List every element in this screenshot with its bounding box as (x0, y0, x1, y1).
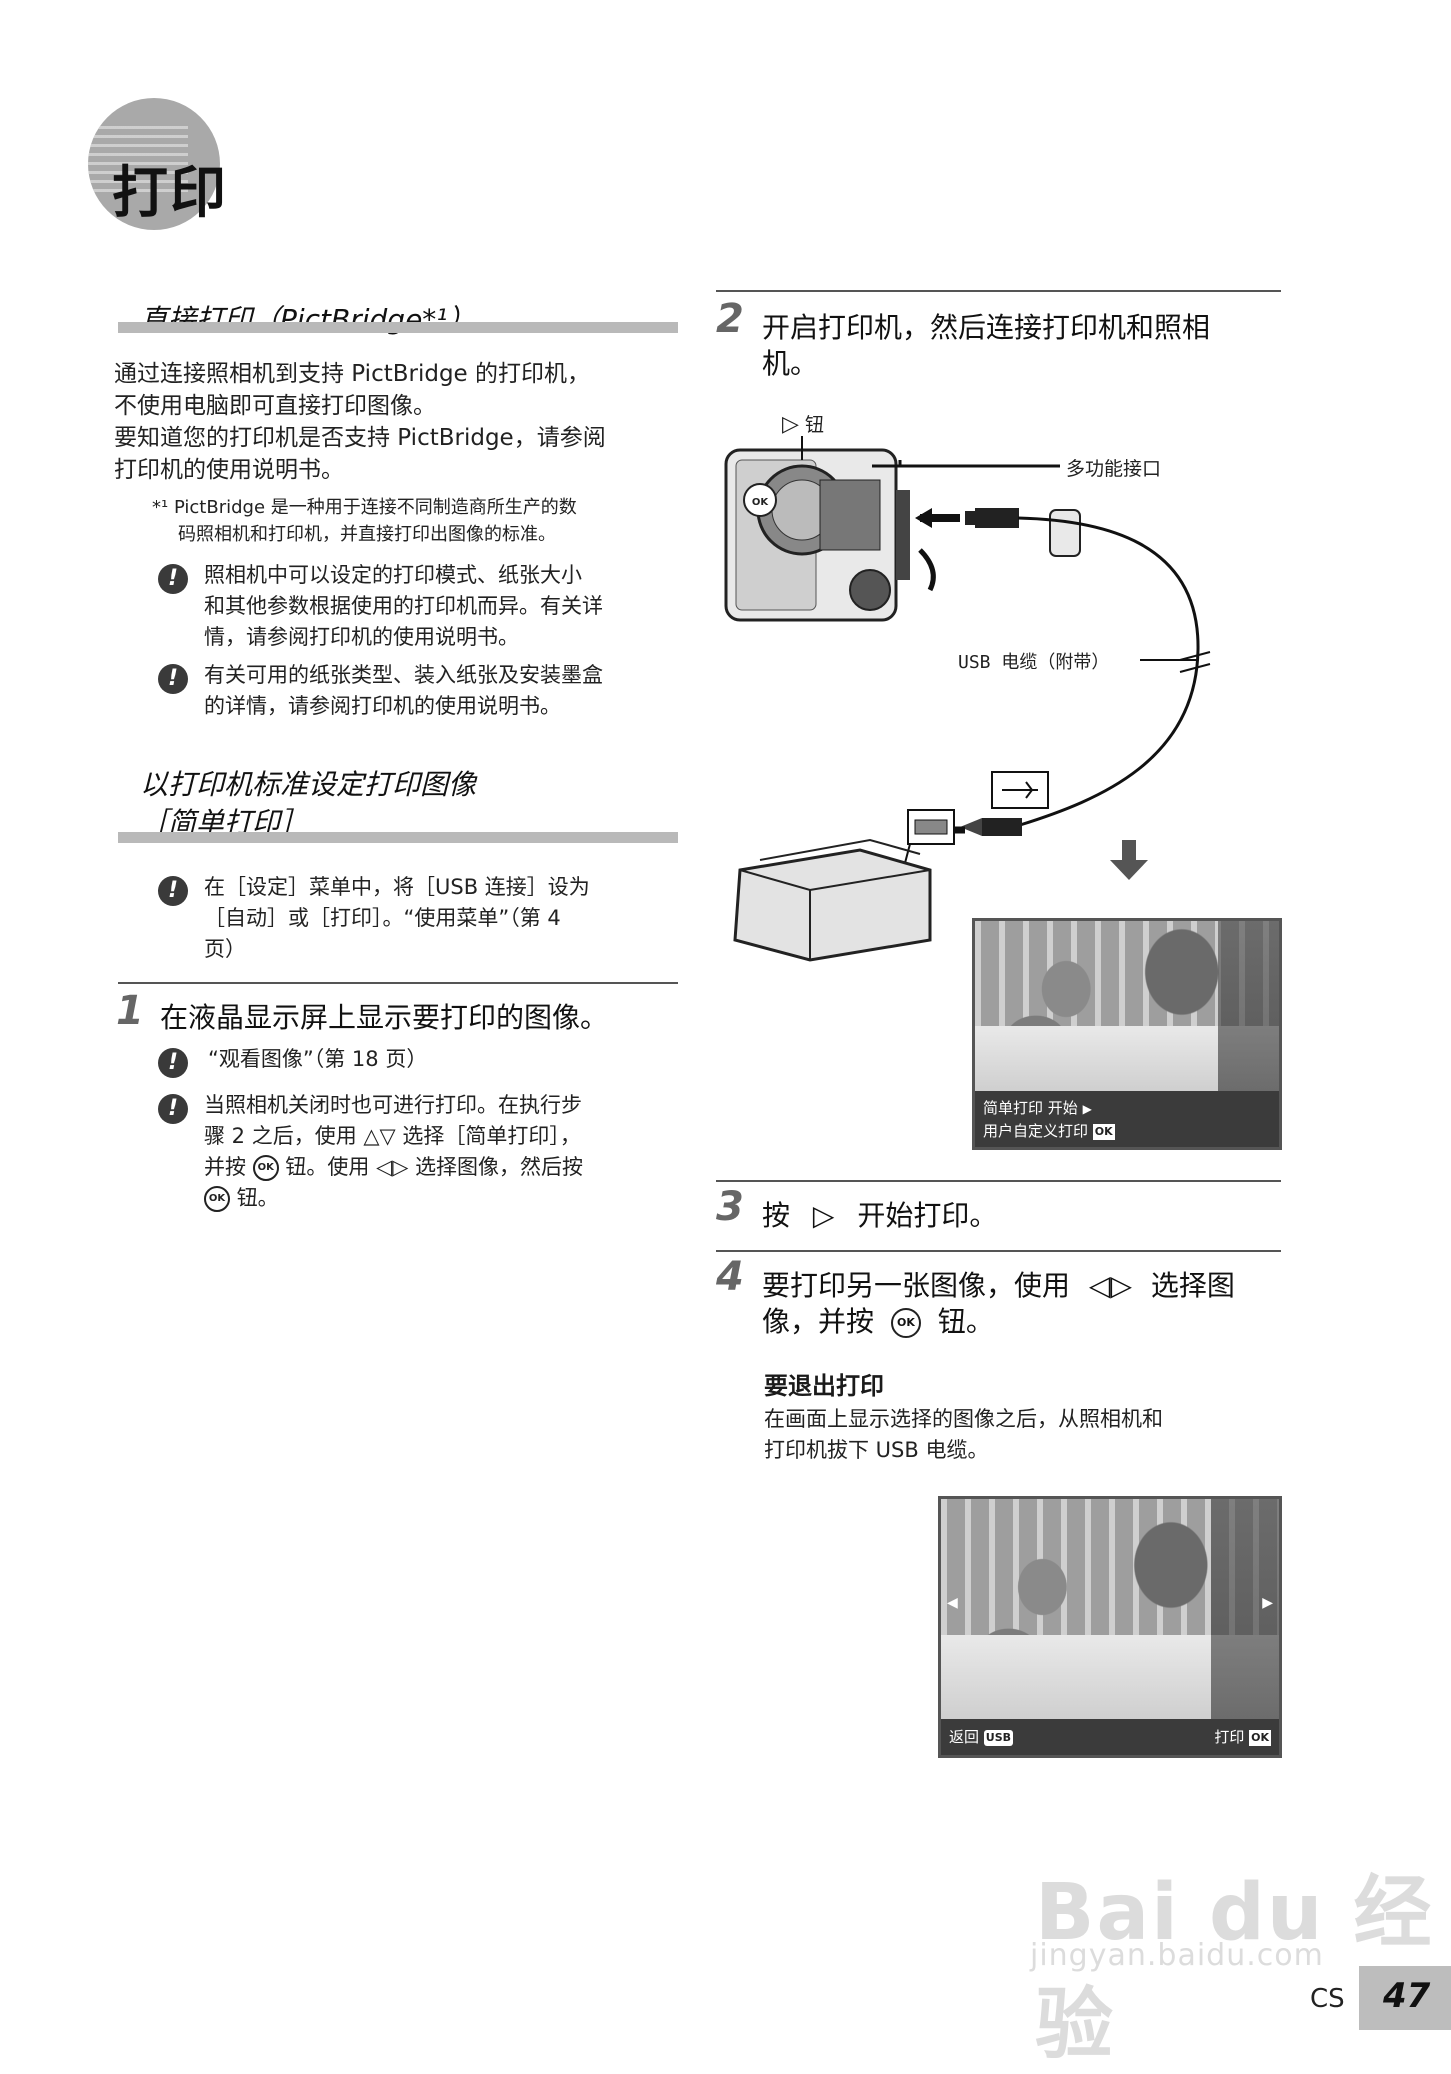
screen-photo (975, 921, 1279, 1091)
ok-badge: OK (1249, 1729, 1271, 1746)
exit-line: 在画面上显示选择的图像之后，从照相机和 (764, 1407, 1163, 1431)
screen-menu-easy-print: 简单打印 开始 ▶ (983, 1099, 1092, 1117)
step-rule (716, 1180, 1281, 1182)
exit-line: 打印机拔下 USB 电缆。 (764, 1438, 989, 1462)
step1-text: 在液晶显示屏上显示要打印的图像。 (160, 1001, 609, 1034)
watermark-brand: Bai du 经验 (1035, 1868, 1434, 2070)
step-rule (716, 290, 1281, 292)
exit-print-instructions: 在画面上显示选择的图像之后，从照相机和 打印机拔下 USB 电缆。 (764, 1404, 1284, 1466)
exit-print-title: 要退出打印 (764, 1372, 884, 1400)
screen-menu-custom-print: 用户自定义打印 OK (983, 1122, 1115, 1140)
screen-menu: 简单打印 开始 ▶ 用户自定义打印 OK (975, 1091, 1279, 1147)
cable-label: USB 电缆（附带） (958, 652, 1110, 673)
note-usb-connection: 在［设定］菜单中，将［USB 连接］设为 ［自动］或［打印］。“使用菜单”（第 … (204, 872, 684, 965)
camera-screen-print: ◀ ▶ 返回 USB 打印 OK (938, 1496, 1282, 1758)
screen-right-arrow-icon: ▶ (1262, 1595, 1273, 1611)
ok-button-icon: OK (252, 1155, 279, 1181)
ok-badge: OK (1092, 1123, 1115, 1140)
left-right-arrows-icon: ◁▷ (1088, 1269, 1132, 1302)
note-line: 照相机中可以设定的打印模式、纸张大小 (204, 563, 582, 587)
caution-icon: ! (158, 1048, 188, 1078)
watermark-url: jingyan.baidu.com (1030, 1938, 1324, 1973)
note-line: 的详情，请参阅打印机的使用说明书。 (204, 694, 561, 718)
footnote-mark: *¹ (152, 497, 169, 518)
note-line: 当照相机关闭时也可进行打印。在执行步 (204, 1093, 582, 1117)
step4-line: 要打印另一张图像，使用 ◁▷ 选择图 (762, 1269, 1235, 1302)
footnote: *¹ PictBridge 是一种用于连接不同制造商所生产的数 码照相机和打印机… (152, 494, 692, 548)
ok-button-icon: OK (890, 1308, 921, 1338)
page-number-box (1359, 1966, 1451, 2030)
printer-illustration (733, 838, 932, 962)
section-title-easy-print: 以打印机标准设定打印图像 ［简单打印］ (140, 766, 476, 842)
play-button-label: ▷ 钮 (782, 412, 824, 437)
caution-icon: ! (158, 1094, 188, 1124)
step4-line: 像，并按 OK 钮。 (762, 1305, 994, 1338)
note-paper-types: 有关可用的纸张类型、装入纸张及安装墨盒 的详情，请参阅打印机的使用说明书。 (204, 660, 684, 722)
intro-line: 要知道您的打印机是否支持 PictBridge，请参阅 (114, 425, 606, 451)
connection-diagram: OK (724, 436, 1211, 962)
play-arrow-icon: ▷ (782, 412, 799, 437)
chapter-title: 打印 (112, 161, 228, 226)
intro-line: 通过连接照相机到支持 PictBridge 的打印机， (114, 361, 591, 387)
step-number: 3 (716, 1184, 744, 1230)
intro-paragraph: 通过连接照相机到支持 PictBridge 的打印机， 不使用电脑即可直接打印图… (114, 358, 694, 486)
note-line: 骤 2 之后，使用 △▽ 选择［简单打印］， (204, 1124, 581, 1148)
up-down-arrows-icon: △▽ (363, 1124, 396, 1148)
port-label: 多功能接口 (1066, 458, 1162, 480)
page-number: 47 (1383, 1976, 1431, 2016)
section-title-line: 以打印机标准设定打印图像 (140, 768, 477, 801)
caution-icon: ! (158, 876, 188, 906)
note-print-settings: 照相机中可以设定的打印模式、纸张大小 和其他参数根据使用的打印机而异。有关详 情… (204, 560, 684, 653)
step3-text: 按 ▷ 开始打印。 (762, 1199, 998, 1232)
note-line: 情，请参阅打印机的使用说明书。 (204, 625, 519, 649)
screen-bottom-bar: 返回 USB 打印 OK (941, 1719, 1279, 1755)
camera-screen-easy-print: 简单打印 开始 ▶ 用户自定义打印 OK (972, 918, 1282, 1150)
chapter-badge (88, 98, 220, 230)
step4-text: 要打印另一张图像，使用 ◁▷ 选择图 像，并按 OK 钮。 (762, 1268, 1282, 1340)
screen-print-label: 打印 OK (1214, 1728, 1271, 1746)
usb-badge: USB (983, 1729, 1014, 1746)
caution-icon: ! (158, 664, 188, 694)
svg-text:OK: OK (752, 497, 770, 508)
step2-text: 开启打印机，然后连接打印机和照相 机。 (762, 310, 1210, 382)
caution-icon: ! (158, 564, 188, 594)
note-line: 有关可用的纸张类型、装入纸张及安装墨盒 (204, 663, 603, 687)
ok-button-icon: OK (204, 1186, 230, 1212)
step-number: 1 (116, 988, 144, 1034)
screen-photo (941, 1499, 1279, 1719)
note-line: ［自动］或［打印］。“使用菜单”（第 4 (204, 906, 561, 930)
note-line: 并按 OK 钮。使用 ◁▷ 选择图像，然后按 (204, 1155, 584, 1181)
language-code: CS (1310, 1984, 1345, 2014)
play-arrow-icon: ▶ (1082, 1102, 1092, 1116)
step2-line: 机。 (762, 347, 819, 380)
footnote-line: PictBridge 是一种用于连接不同制造商所生产的数 (173, 497, 577, 518)
note-line: OK 钮。 (204, 1183, 694, 1214)
step-number: 2 (716, 296, 744, 342)
step-rule (716, 1250, 1281, 1252)
left-right-arrows-icon: ◁▷ (376, 1155, 409, 1179)
step-number: 4 (716, 1254, 744, 1300)
note-line: 在［设定］菜单中，将［USB 连接］设为 (204, 875, 590, 899)
camera-illustration: OK (724, 448, 910, 622)
note-line: 页） (204, 937, 246, 961)
step-rule (118, 982, 678, 984)
screen-left-arrow-icon: ◀ (947, 1595, 958, 1611)
section-bar (118, 832, 678, 843)
note-line: 和其他参数根据使用的打印机而异。有关详 (204, 594, 603, 618)
footnote-line: 码照相机和打印机，并直接打印出图像的标准。 (178, 524, 556, 545)
step2-line: 开启打印机，然后连接打印机和照相 (762, 311, 1211, 344)
section-bar (118, 322, 678, 333)
screen-back-label: 返回 (949, 1728, 980, 1746)
step1-note-off: 当照相机关闭时也可进行打印。在执行步 骤 2 之后，使用 △▽ 选择［简单打印］… (204, 1090, 694, 1214)
step1-note-view: “观看图像”（第 18 页） (208, 1047, 428, 1071)
play-arrow-icon: ▷ (812, 1199, 835, 1232)
intro-line: 不使用电脑即可直接打印图像。 (114, 393, 436, 419)
intro-line: 打印机的使用说明书。 (114, 457, 344, 483)
